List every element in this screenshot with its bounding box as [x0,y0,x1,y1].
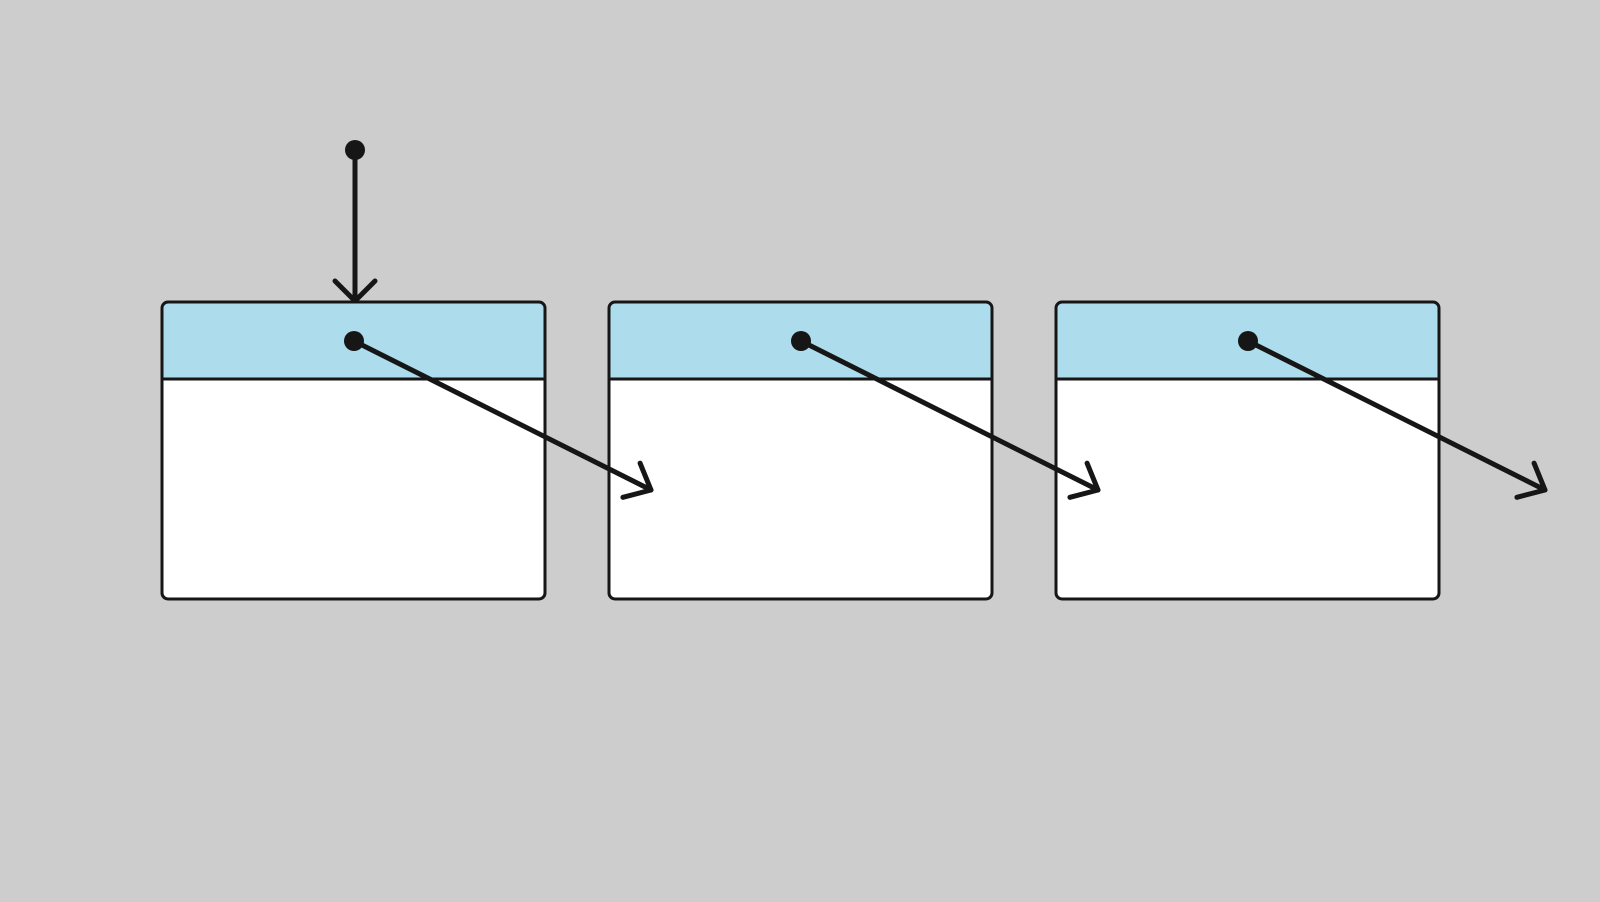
next-pointer-line [798,338,1101,493]
next-pointer [344,331,654,500]
list-node [607,300,994,601]
head-pointer-origin-dot [345,140,365,160]
node-outline [160,300,547,601]
node-outline [607,300,994,601]
node-outline [1054,300,1441,601]
node-list [160,300,1441,601]
next-pointer-origin-dot [344,331,364,351]
next-pointer-arrowhead [620,460,654,500]
next-pointer [791,331,1101,500]
next-pointer-origin-dot [791,331,811,351]
next-pointer-line [351,338,654,493]
next-pointer-line [1245,338,1548,493]
next-pointer-arrowhead [1067,460,1101,500]
next-pointer [1238,331,1548,500]
list-node [1054,300,1441,601]
next-pointer-list [344,331,1548,500]
next-pointer-arrowhead [1514,460,1548,500]
next-pointer-origin-dot [1238,331,1258,351]
